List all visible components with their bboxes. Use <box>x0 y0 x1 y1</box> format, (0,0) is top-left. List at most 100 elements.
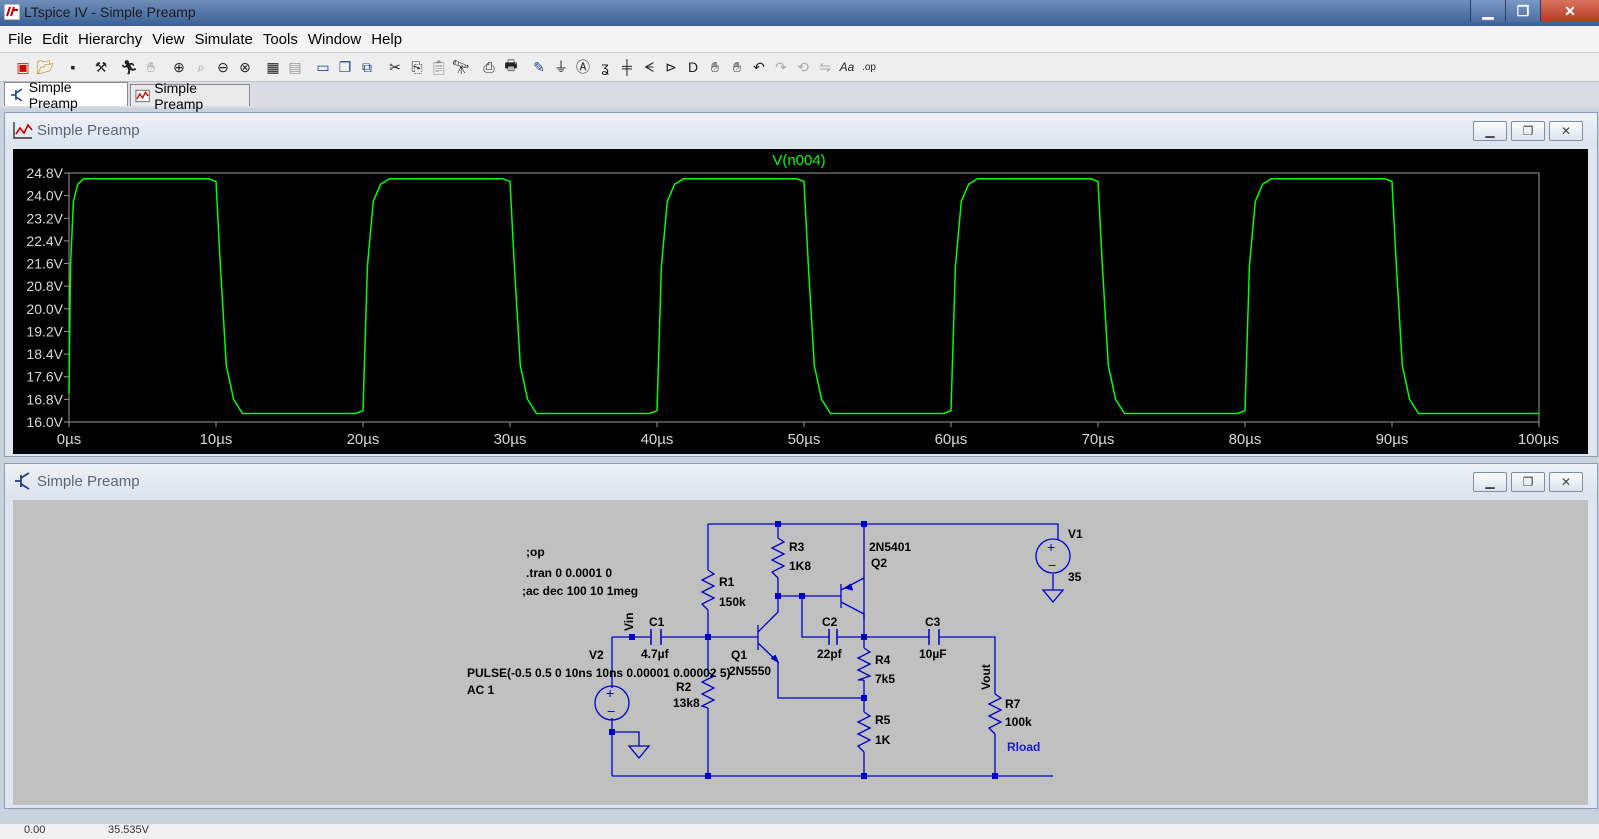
close-button[interactable]: ✕ <box>1540 0 1599 22</box>
text-icon[interactable]: Aa <box>839 60 855 74</box>
minimize-button[interactable]: ▁ <box>1470 0 1505 22</box>
transistor-q1[interactable] <box>757 611 780 670</box>
capacitor-c3[interactable] <box>928 629 940 645</box>
waveform-plot-svg[interactable]: V(n004) 24.8V24.0V23.2V22.4V21.6V20.8V20… <box>13 149 1588 454</box>
print-icon[interactable]: 🖶︎ <box>504 57 518 73</box>
copy-icon[interactable]: ⎘ <box>411 58 423 75</box>
menu-simulate[interactable]: Simulate <box>194 30 253 48</box>
resistor-icon[interactable]: ʓ <box>601 59 609 75</box>
c2-value[interactable]: 22pf <box>817 647 843 661</box>
menu-window[interactable]: Window <box>307 30 362 48</box>
r5-value[interactable]: 1K <box>875 733 891 747</box>
zoom-in-icon[interactable]: ⊕ <box>173 58 185 75</box>
cut-icon[interactable]: ✂ <box>389 58 401 75</box>
resistor-r7[interactable] <box>987 693 1003 735</box>
rotate-icon[interactable]: ⟲ <box>797 58 809 75</box>
ground-icon[interactable]: ⏚ <box>554 59 568 75</box>
halt-icon[interactable]: ✋︎ <box>147 58 155 75</box>
v2-value[interactable]: PULSE(-0.5 0.5 0 10ns 10ns 0.00001 0.000… <box>467 666 731 680</box>
diode-icon[interactable]: ⊳ <box>665 58 677 75</box>
capacitor-icon[interactable]: ╪ <box>622 59 632 75</box>
resistor-r2[interactable] <box>700 671 716 709</box>
save-icon[interactable]: ▪ <box>70 59 76 75</box>
voltage-source-v1[interactable]: + − <box>1035 538 1071 574</box>
net-label-rload[interactable]: Rload <box>1007 740 1040 754</box>
component-icon[interactable]: D <box>687 59 699 75</box>
zoom-fit-icon[interactable]: ⊗ <box>239 58 251 75</box>
waveform-icon <box>13 122 33 139</box>
net-label-vout[interactable]: Vout <box>979 664 993 690</box>
capacitor-c2[interactable] <box>828 629 838 645</box>
tab-waveform[interactable]: Simple Preamp <box>130 80 250 112</box>
tab-schematic[interactable]: Simple Preamp <box>4 79 128 111</box>
close-button[interactable]: ✕ <box>1549 472 1583 492</box>
r4-value[interactable]: 7k5 <box>875 672 895 686</box>
maximize-button[interactable]: ❐ <box>1505 0 1540 22</box>
resistor-r3[interactable] <box>770 537 786 579</box>
resistor-r4[interactable] <box>856 647 872 681</box>
title-bar: LTspice IV - Simple Preamp ▁ ❐ ✕ <box>0 0 1599 26</box>
wire-icon[interactable]: ✎ <box>533 58 545 75</box>
tile-horizontal-icon[interactable]: ▭ <box>316 58 330 75</box>
restore-button[interactable]: ❐ <box>1511 472 1545 492</box>
r1-value[interactable]: 150k <box>719 595 746 609</box>
q2-model[interactable]: 2N5401 <box>869 540 911 554</box>
autorange-icon[interactable]: ▦ <box>266 58 280 75</box>
v1-value[interactable]: 35 <box>1068 570 1082 584</box>
voltage-source-v2[interactable]: + − <box>594 685 630 721</box>
q1-model[interactable]: 2N5550 <box>729 664 771 678</box>
spice-directive-icon[interactable]: .op <box>862 61 876 73</box>
r3-value[interactable]: 1K8 <box>789 559 811 573</box>
menu-tools[interactable]: Tools <box>262 30 298 48</box>
close-button[interactable]: ✕ <box>1549 121 1583 141</box>
zoom-out-icon[interactable]: ⊖ <box>217 58 229 75</box>
c1-value[interactable]: 4.7µf <box>641 647 670 661</box>
c3-value[interactable]: 10µF <box>919 647 947 661</box>
redo-icon[interactable]: ↷ <box>775 58 787 75</box>
new-schematic-icon[interactable]: ▣ <box>16 58 30 75</box>
trace-v-n004[interactable] <box>68 177 1539 415</box>
r2-value[interactable]: 13k8 <box>673 696 700 710</box>
directive-ac[interactable]: ;ac dec 100 10 1meg <box>522 584 638 598</box>
inductor-icon[interactable]: ᗕ <box>643 58 655 75</box>
directive-tran[interactable]: .tran 0 0.0001 0 <box>526 566 612 580</box>
r7-value[interactable]: 100k <box>1005 715 1032 729</box>
schematic-canvas[interactable]: + − + − <box>13 500 1588 805</box>
transistor-q2[interactable] <box>840 562 865 620</box>
capacitor-c1[interactable] <box>650 629 662 645</box>
menu-help[interactable]: Help <box>371 30 403 48</box>
menu-edit[interactable]: Edit <box>42 30 69 48</box>
control-panel-icon[interactable]: ⚒ <box>94 58 108 75</box>
close-window-icon[interactable]: ⧉ <box>362 58 372 75</box>
trace-label[interactable]: V(n004) <box>772 152 825 169</box>
waveform-window-titlebar[interactable]: Simple Preamp ▁ ❐ ✕ <box>5 113 1597 147</box>
mirror-icon[interactable]: ⇋ <box>819 58 831 75</box>
menu-hierarchy[interactable]: Hierarchy <box>78 30 143 48</box>
paste-icon[interactable]: 📋︎ <box>430 58 448 75</box>
grid-icon[interactable]: ▤ <box>288 58 302 75</box>
open-icon[interactable]: 📂︎ <box>36 58 54 75</box>
cascade-icon[interactable]: ❐ <box>338 58 352 75</box>
menu-file[interactable]: File <box>8 30 33 48</box>
resistor-r5[interactable] <box>856 711 872 753</box>
menu-view[interactable]: View <box>152 30 185 48</box>
v2-ac-value[interactable]: AC 1 <box>467 683 495 697</box>
net-label-vin[interactable]: Vin <box>622 613 636 631</box>
restore-button[interactable]: ❐ <box>1511 121 1545 141</box>
undo-icon[interactable]: ↶ <box>753 58 765 75</box>
y-tick-label: 22.4V <box>26 233 63 249</box>
run-icon[interactable]: 🏃︎ <box>120 58 138 75</box>
schematic-window-titlebar[interactable]: Simple Preamp ▁ ❐ ✕ <box>5 464 1597 498</box>
move-icon[interactable]: ✋︎ <box>711 58 719 75</box>
minimize-button[interactable]: ▁ <box>1473 472 1507 492</box>
directive-op[interactable]: ;op <box>526 545 545 559</box>
schematic-svg[interactable]: + − + − <box>13 500 1588 805</box>
resistor-r1[interactable] <box>700 569 716 611</box>
pan-icon[interactable]: ⌕ <box>197 58 205 75</box>
drag-icon[interactable]: ✋︎ <box>733 58 741 75</box>
minimize-button[interactable]: ▁ <box>1473 121 1507 141</box>
label-net-icon[interactable]: Ⓐ <box>576 59 590 75</box>
print-preview-icon[interactable]: ⎙ <box>483 58 495 75</box>
find-icon[interactable]: 🔭︎ <box>452 58 470 75</box>
